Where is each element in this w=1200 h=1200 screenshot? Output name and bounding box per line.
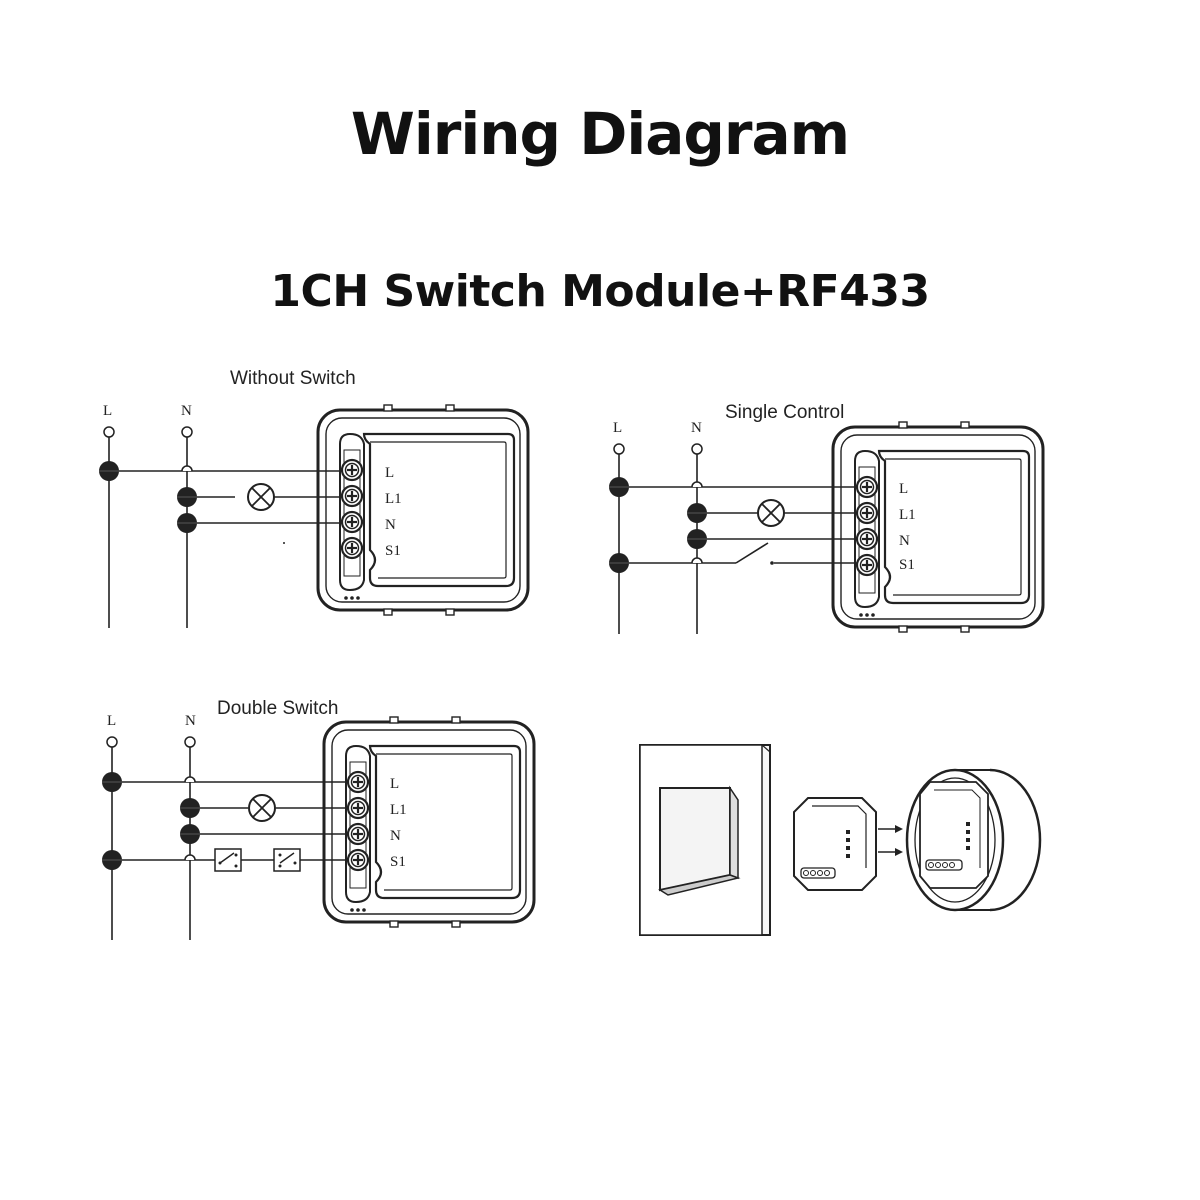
terminal-l1: L1 — [390, 802, 407, 818]
panel-single-control: Single Control L N L L1 N S1 — [608, 402, 1043, 634]
switch-box-1-icon — [214, 848, 242, 872]
switch-box-2-icon — [273, 848, 301, 872]
switch-module — [318, 405, 528, 615]
wall-switch-icon — [639, 744, 771, 936]
neutral-label: N — [691, 420, 702, 436]
terminal-n: N — [385, 517, 396, 533]
terminal-l: L — [899, 481, 908, 497]
terminal-n: N — [899, 533, 910, 549]
wall-box-icon — [905, 768, 1042, 912]
line-label: L — [613, 420, 622, 436]
switch-module — [833, 422, 1043, 632]
terminal-l: L — [385, 465, 394, 481]
mini-module-icon — [793, 797, 877, 891]
caption-double-switch: Double Switch — [217, 698, 338, 719]
terminal-s1: S1 — [899, 557, 915, 573]
terminal-l1: L1 — [385, 491, 402, 507]
lamp-icon — [248, 794, 276, 822]
panel-without-switch: Without Switch L N L L1 N S1 — [98, 368, 528, 628]
terminal-n: N — [390, 828, 401, 844]
caption-single-control: Single Control — [725, 402, 844, 423]
terminal-l1: L1 — [899, 507, 916, 523]
page-title: Wiring Diagram — [350, 100, 850, 168]
lamp-icon — [757, 499, 785, 527]
switch-module — [324, 717, 534, 927]
page-subtitle: 1CH Switch Module+RF433 — [270, 266, 930, 317]
arrow-right-icon — [878, 825, 903, 856]
caption-without-switch: Without Switch — [230, 368, 356, 389]
terminal-l: L — [390, 776, 399, 792]
neutral-label: N — [185, 713, 196, 729]
line-label: L — [107, 713, 116, 729]
line-label: L — [103, 403, 112, 419]
lamp-icon — [247, 483, 275, 511]
installation-illustration — [639, 744, 1042, 936]
panel-double-switch: Double Switch L N — [101, 698, 534, 940]
terminal-s1: S1 — [390, 854, 406, 870]
terminal-s1: S1 — [385, 543, 401, 559]
neutral-label: N — [181, 403, 192, 419]
